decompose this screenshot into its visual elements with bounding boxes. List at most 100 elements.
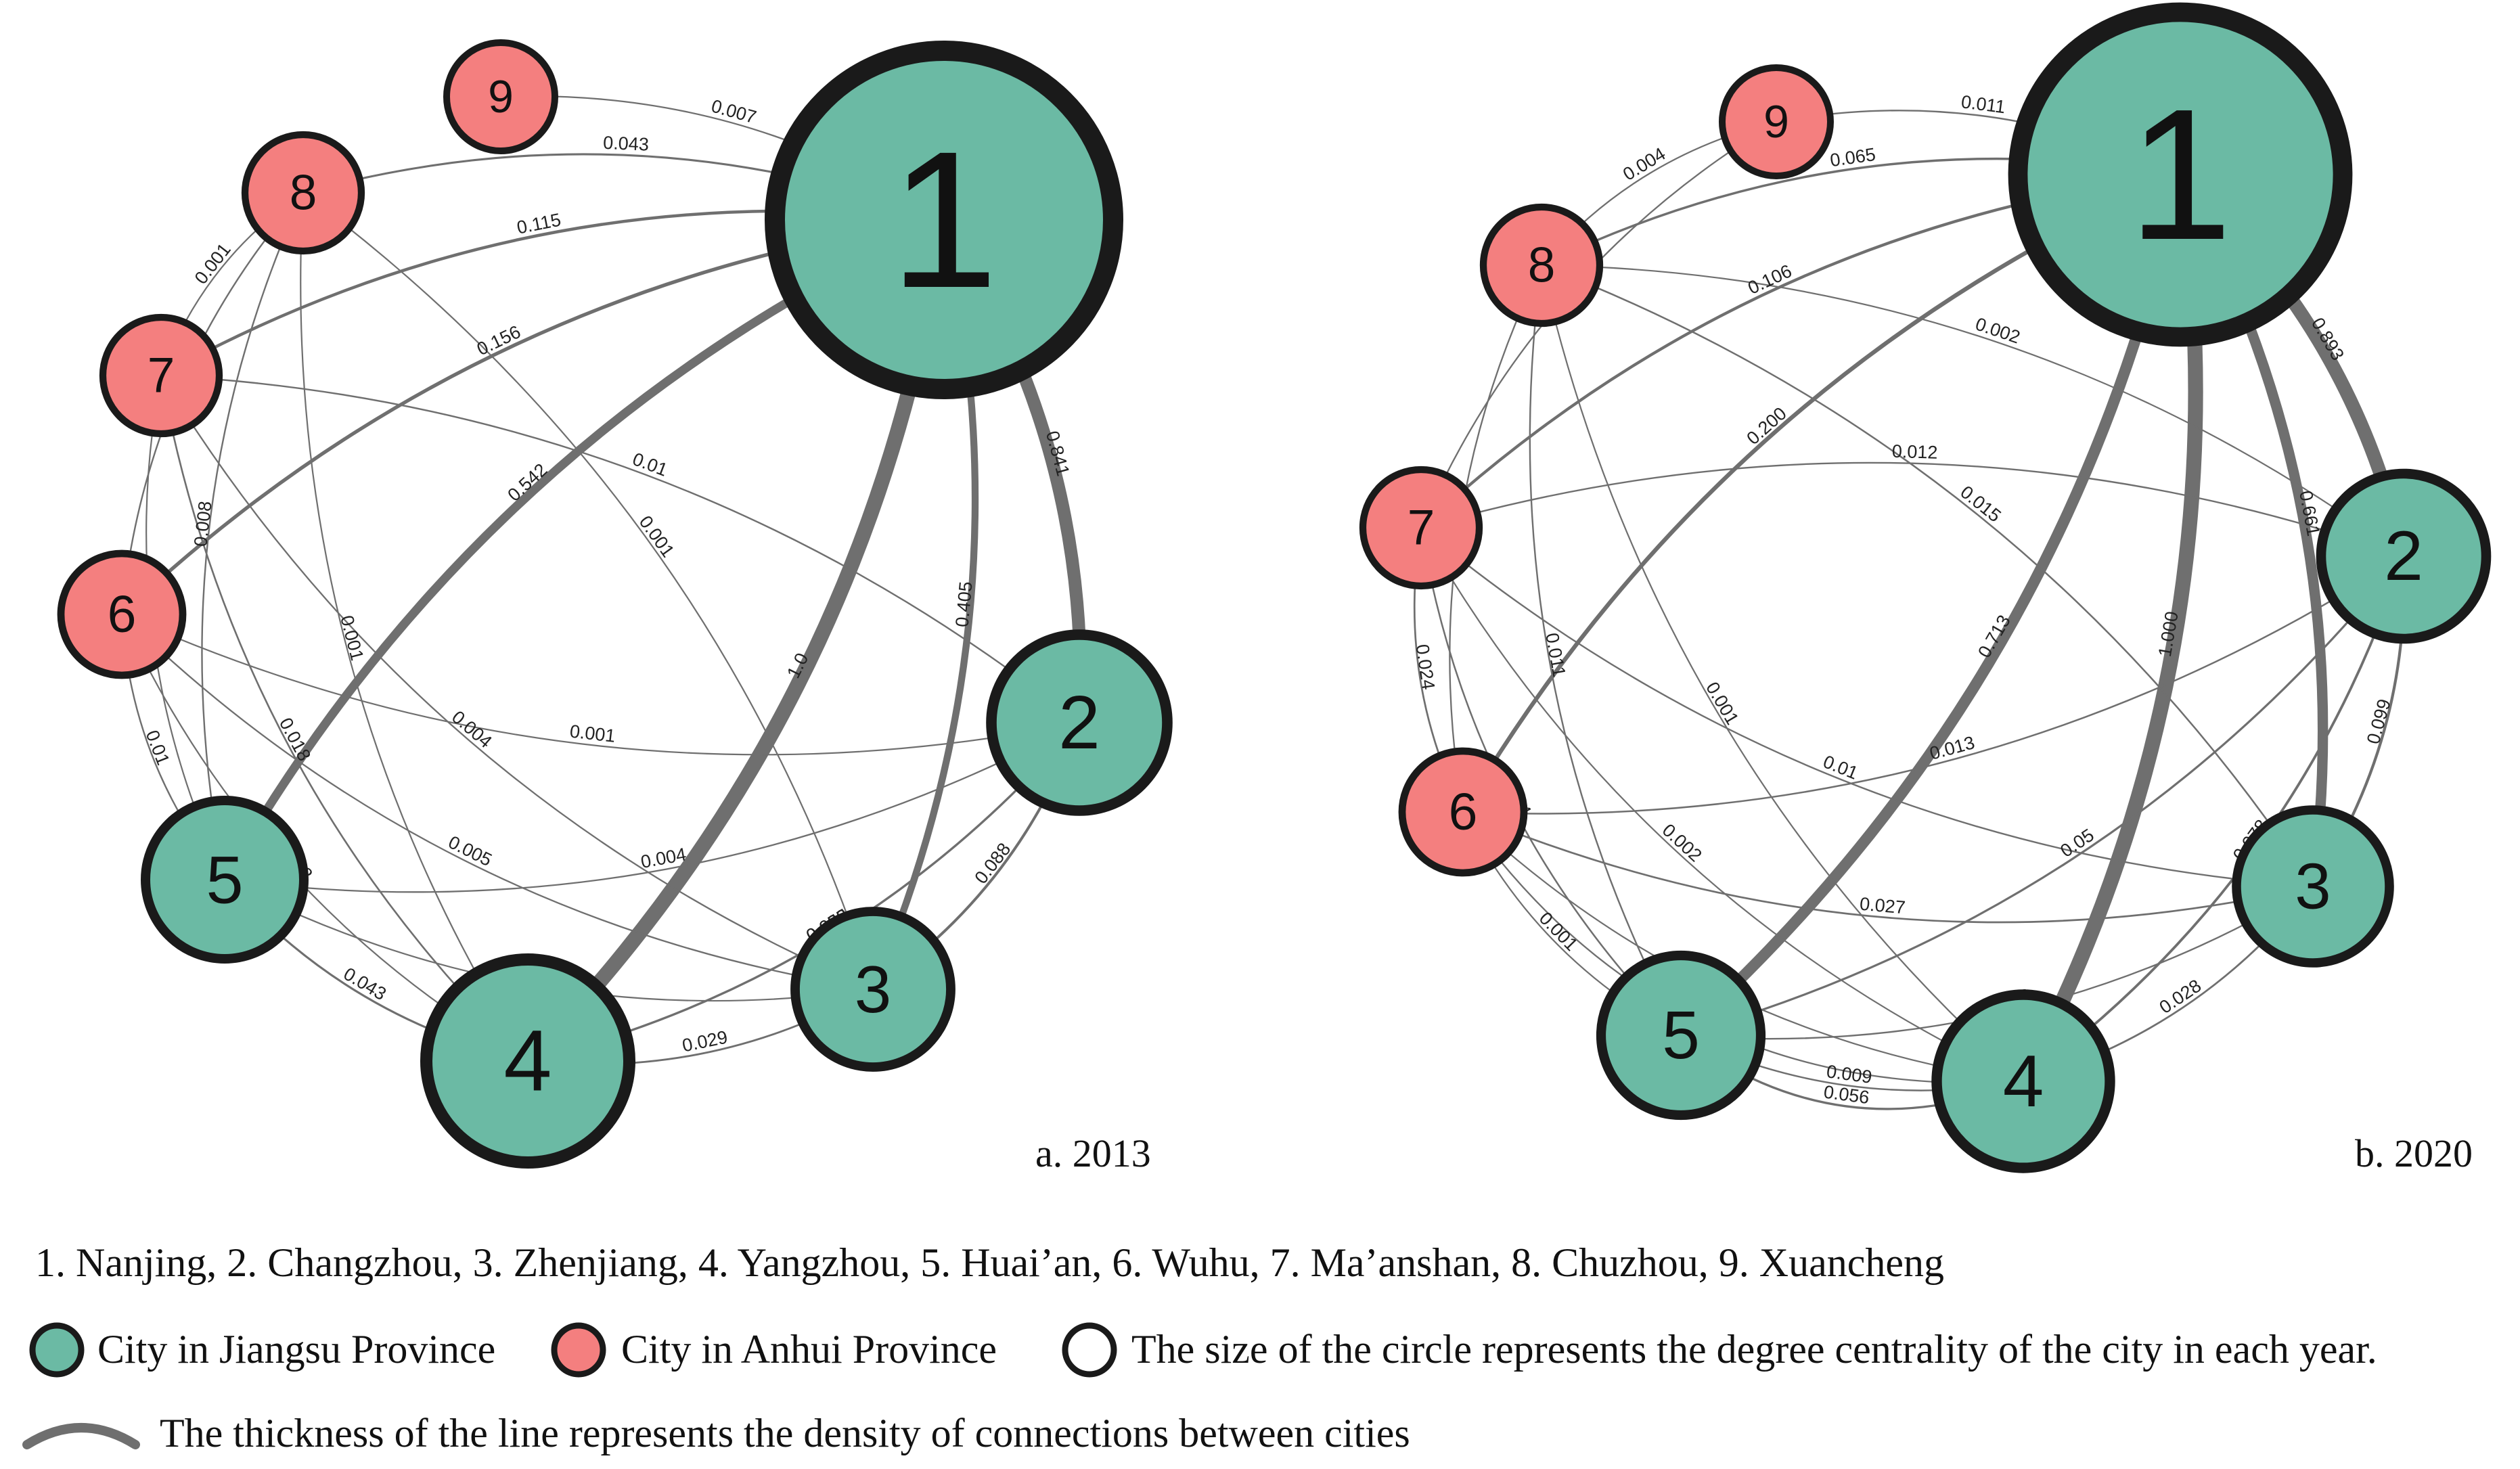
edge-9-7 (1420, 120, 1778, 529)
legend-size-label: The size of the circle represents the de… (1131, 1327, 2377, 1372)
edge-7-4 (160, 374, 529, 1062)
node-circle-9 (443, 39, 558, 154)
node-9: 9 (443, 39, 558, 154)
node-4: 4 (1931, 989, 2115, 1173)
node-circle-3 (790, 907, 955, 1072)
edge-7-3 (1420, 526, 2314, 888)
node-label-9: 9 (1763, 96, 1789, 148)
node-label-2: 2 (2384, 517, 2423, 595)
edge-8-3 (1540, 264, 2314, 888)
edge-8-3 (302, 191, 874, 991)
node-circle-7 (99, 313, 223, 438)
node-label-8: 8 (290, 166, 317, 221)
panel-caption-2013: a. 2013 (1035, 1131, 1151, 1175)
edge-5-2 (1680, 555, 2405, 1037)
node-circle-6 (57, 549, 187, 679)
edge-8-4 (1540, 264, 2025, 1083)
panel-2013: 0.0070.0430.1150.1560.5421.00.4050.8410.… (57, 39, 1173, 1175)
edge-8-2 (1540, 264, 2405, 558)
node-8: 8 (1479, 203, 1604, 327)
node-circle-9 (1719, 64, 1834, 179)
edge-label-8-4: 0.001 (336, 613, 367, 662)
node-circle-4 (1931, 989, 2115, 1173)
edge-8-4 (300, 191, 529, 1062)
node-circle-2 (2316, 468, 2492, 644)
edge-label-7-2: 0.012 (1891, 441, 1937, 463)
node-circle-3 (2232, 805, 2394, 968)
node-6: 6 (1398, 747, 1528, 877)
edge-label-6-5: 0.01 (142, 727, 174, 768)
node-label-1: 1 (890, 111, 998, 329)
edge-8-5 (1529, 264, 1682, 1037)
edge-label-8-5: 0.008 (190, 500, 215, 548)
edge-7-2 (1420, 461, 2405, 558)
node-6: 6 (57, 549, 187, 679)
edge-label-5-4: 0.043 (340, 964, 390, 1004)
edge-label-8-4: 0.001 (1702, 679, 1742, 728)
node-4: 4 (420, 953, 635, 1169)
node-3: 3 (790, 907, 955, 1072)
node-label-4: 4 (503, 1013, 552, 1110)
edge-label-6-5: 0.001 (1535, 908, 1582, 955)
edge-7-3 (160, 374, 874, 991)
node-circle-8 (241, 131, 365, 255)
edge-8-5 (201, 191, 305, 881)
edge-6-3 (1462, 811, 2314, 924)
node-label-1: 1 (2128, 70, 2232, 279)
node-label-2: 2 (1058, 681, 1100, 765)
node-circle-8 (1479, 203, 1604, 327)
edge-label-6-3: 0.005 (445, 832, 495, 870)
node-1: 1 (2008, 2, 2353, 347)
node-label-5: 5 (206, 842, 243, 918)
node-label-7: 7 (1408, 501, 1435, 556)
node-label-9: 9 (488, 71, 514, 122)
legend-anhui-swatch (551, 1322, 606, 1378)
edge-label-7-6: 0.024 (1412, 643, 1439, 691)
node-circle-4 (420, 953, 635, 1169)
legend-anhui-label: City in Anhui Province (621, 1327, 997, 1372)
node-5: 5 (1596, 950, 1766, 1121)
node-1: 1 (765, 41, 1123, 399)
legend-city-list: 1. Nanjing, 2. Changzhou, 3. Zhenjiang, … (35, 1240, 1944, 1285)
edge-7-2 (160, 374, 1081, 724)
node-3: 3 (2232, 805, 2394, 968)
node-label-6: 6 (108, 585, 137, 643)
legend-jiangsu-swatch (29, 1322, 85, 1378)
node-8: 8 (241, 131, 365, 255)
edge-label-3-1: 0.405 (951, 581, 976, 628)
edge-6-2 (1462, 555, 2405, 815)
edge-5-2 (223, 721, 1081, 893)
node-label-3: 3 (855, 952, 892, 1026)
edge-label-6-3: 0.027 (1859, 894, 1906, 918)
node-label-8: 8 (1528, 238, 1556, 293)
edge-label-8-1: 0.043 (603, 133, 650, 155)
edge-6-3 (120, 613, 874, 991)
node-2: 2 (986, 629, 1173, 816)
node-label-5: 5 (1662, 997, 1700, 1073)
node-5: 5 (141, 796, 309, 964)
node-label-6: 6 (1449, 783, 1478, 841)
node-circle-1 (2008, 2, 2353, 347)
edge-label-8-7: 0.001 (191, 240, 235, 288)
legend-thickness-label: The thickness of the line represents the… (160, 1411, 1410, 1455)
node-circle-1 (765, 41, 1123, 399)
node-circle-5 (141, 796, 309, 964)
edge-label-8-5: 0.011 (1542, 631, 1569, 679)
edge-label-7-2: 0.01 (630, 449, 671, 480)
node-label-4: 4 (2003, 1040, 2044, 1123)
edge-label-3-1: 0.661 (2295, 489, 2324, 538)
legend-line-swatch (22, 1423, 140, 1449)
nodes-2020: 1 2 3 4 5 6 7 8 9 (1359, 2, 2492, 1173)
edge-label-8-3: 0.001 (635, 512, 679, 561)
node-circle-7 (1359, 466, 1483, 590)
node-7: 7 (1359, 466, 1483, 590)
nodes-2013: 1 2 3 4 5 6 7 8 9 (57, 39, 1173, 1169)
node-7: 7 (99, 313, 223, 438)
edge-label-2-3: 0.099 (2363, 697, 2395, 746)
node-circle-5 (1596, 950, 1766, 1121)
edge-label-7-4: 0.002 (1659, 820, 1706, 866)
legend: 1. Nanjing, 2. Changzhou, 3. Zhenjiang, … (22, 1240, 2377, 1455)
edge-label-4-3: 0.028 (2156, 975, 2205, 1018)
